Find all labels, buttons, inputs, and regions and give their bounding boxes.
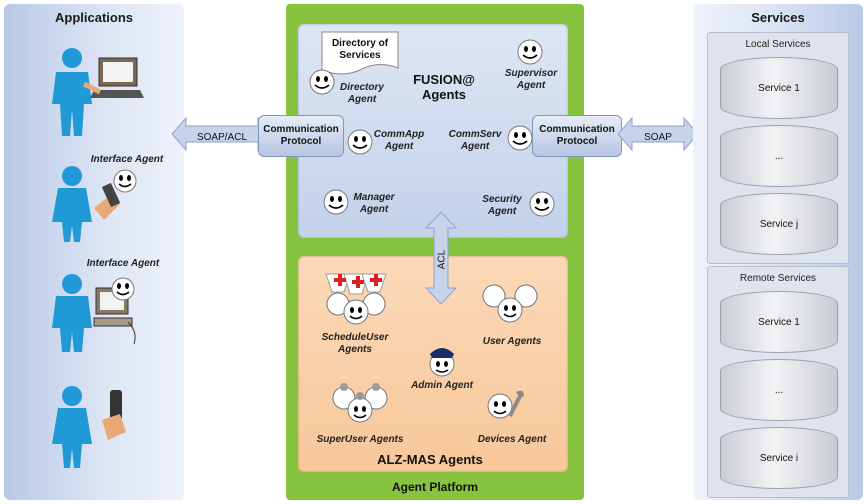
soap-label: SOAP — [644, 132, 672, 143]
directory-document-text: Directory of Services — [320, 38, 400, 62]
local-services-title: Local Services — [745, 39, 811, 50]
directory-doc-line1: Directory of — [331, 38, 389, 49]
services-panel: Services Local Services Service 1 ... Se… — [693, 4, 863, 500]
commserv-agent-label: CommServ Agent — [446, 129, 504, 153]
supervisor-agent-line1: Supervisor — [504, 68, 558, 79]
devices-agent-label: Devices Agent — [477, 434, 547, 445]
superuser-agents-icon — [332, 383, 388, 423]
local-service-cylinder: ... — [720, 125, 838, 187]
commserv-agent-smiley-icon — [507, 125, 533, 151]
scheduleuser-agents-icon — [325, 273, 387, 325]
remote-service-cylinder: Service 1 — [720, 291, 838, 353]
comm-left-line2: Protocol — [280, 136, 322, 147]
fusion-title-line2: Agents — [421, 87, 467, 102]
alz-mas-title: ALZ-MAS Agents — [377, 452, 483, 467]
applications-title: Applications — [54, 10, 133, 25]
interface-agent-label-1: Interface Agent — [90, 154, 164, 165]
communication-protocol-right: Communication Protocol — [532, 115, 622, 157]
supervisor-agent-smiley-icon — [517, 39, 543, 65]
remote-service-label: Service 1 — [758, 316, 800, 328]
local-service-label: Service j — [759, 218, 799, 230]
local-services-group: Local Services Service 1 ... Service j — [707, 32, 849, 264]
person-cellphone-icon — [52, 386, 126, 468]
remote-services-group: Remote Services Service 1 ... Service i — [707, 266, 849, 498]
directory-agent-line2: Agent — [347, 94, 377, 105]
local-service-label: Service 1 — [758, 82, 800, 94]
commserv-agent-line1: CommServ — [448, 129, 502, 140]
comm-left-line1: Communication — [263, 124, 339, 135]
remote-service-label: ... — [774, 384, 784, 396]
comm-right-line1: Communication — [539, 124, 615, 135]
comm-right-line2: Protocol — [556, 136, 598, 147]
local-service-label: ... — [774, 150, 784, 162]
local-service-cylinder: Service 1 — [720, 57, 838, 119]
soap-arrow-icon — [618, 116, 698, 152]
security-agent-line2: Agent — [487, 206, 517, 217]
applications-panel: Applications Interface Agent Interface A… — [4, 4, 184, 500]
person-phone-icon — [52, 166, 121, 242]
security-agent-label: Security Agent — [474, 194, 530, 218]
commapp-agent-line1: CommApp — [373, 129, 425, 140]
admin-agent-label: Admin Agent — [411, 380, 473, 391]
smiley-icon — [111, 277, 135, 301]
acl-label: ACL — [436, 249, 448, 270]
directory-agent-label: Directory Agent — [334, 82, 390, 106]
supervisor-agent-label: Supervisor Agent — [496, 68, 566, 92]
manager-agent-line1: Manager — [353, 192, 395, 203]
directory-agent-line1: Directory — [340, 82, 384, 93]
directory-doc-line2: Services — [339, 50, 381, 61]
scheduleuser-line1: ScheduleUser — [321, 332, 389, 343]
commapp-agent-smiley-icon — [347, 129, 373, 155]
superuser-agents-label: SuperUser Agents — [316, 434, 404, 445]
commserv-agent-line2: Agent — [460, 141, 490, 152]
local-service-cylinder: Service j — [720, 193, 838, 255]
communication-protocol-left: Communication Protocol — [258, 115, 344, 157]
remote-services-title: Remote Services — [739, 273, 817, 284]
person-laptop-icon — [52, 48, 144, 136]
commapp-agent-label: CommApp Agent — [372, 129, 426, 153]
soap-acl-arrow-icon — [172, 116, 272, 152]
security-agent-smiley-icon — [529, 191, 555, 217]
fusion-title: FUSION@ Agents — [404, 72, 484, 102]
services-title: Services — [751, 10, 805, 25]
manager-agent-line2: Agent — [359, 204, 389, 215]
smiley-icon — [113, 169, 137, 193]
user-agents-label: User Agents — [482, 336, 542, 347]
security-agent-line1: Security — [482, 194, 522, 205]
acl-arrow-icon — [424, 212, 458, 304]
directory-document-icon — [321, 31, 399, 75]
interface-agent-label-2: Interface Agent — [86, 258, 160, 269]
manager-agent-label: Manager Agent — [348, 192, 400, 216]
soap-acl-label: SOAP/ACL — [196, 132, 248, 143]
admin-agent-icon — [429, 348, 455, 377]
agent-platform-title: Agent Platform — [391, 480, 478, 494]
directory-agent-smiley-icon — [309, 69, 335, 95]
manager-agent-smiley-icon — [323, 189, 349, 215]
remote-service-cylinder: ... — [720, 359, 838, 421]
user-agents-icon — [482, 284, 538, 323]
scheduleuser-line2: Agents — [338, 344, 372, 355]
scheduleuser-agents-label: ScheduleUser Agents — [312, 332, 398, 356]
remote-service-label: Service i — [759, 452, 799, 464]
devices-agent-icon — [487, 390, 524, 419]
commapp-agent-line2: Agent — [384, 141, 414, 152]
supervisor-agent-line2: Agent — [516, 80, 546, 91]
fusion-title-line1: FUSION@ — [413, 72, 475, 87]
remote-service-cylinder: Service i — [720, 427, 838, 489]
